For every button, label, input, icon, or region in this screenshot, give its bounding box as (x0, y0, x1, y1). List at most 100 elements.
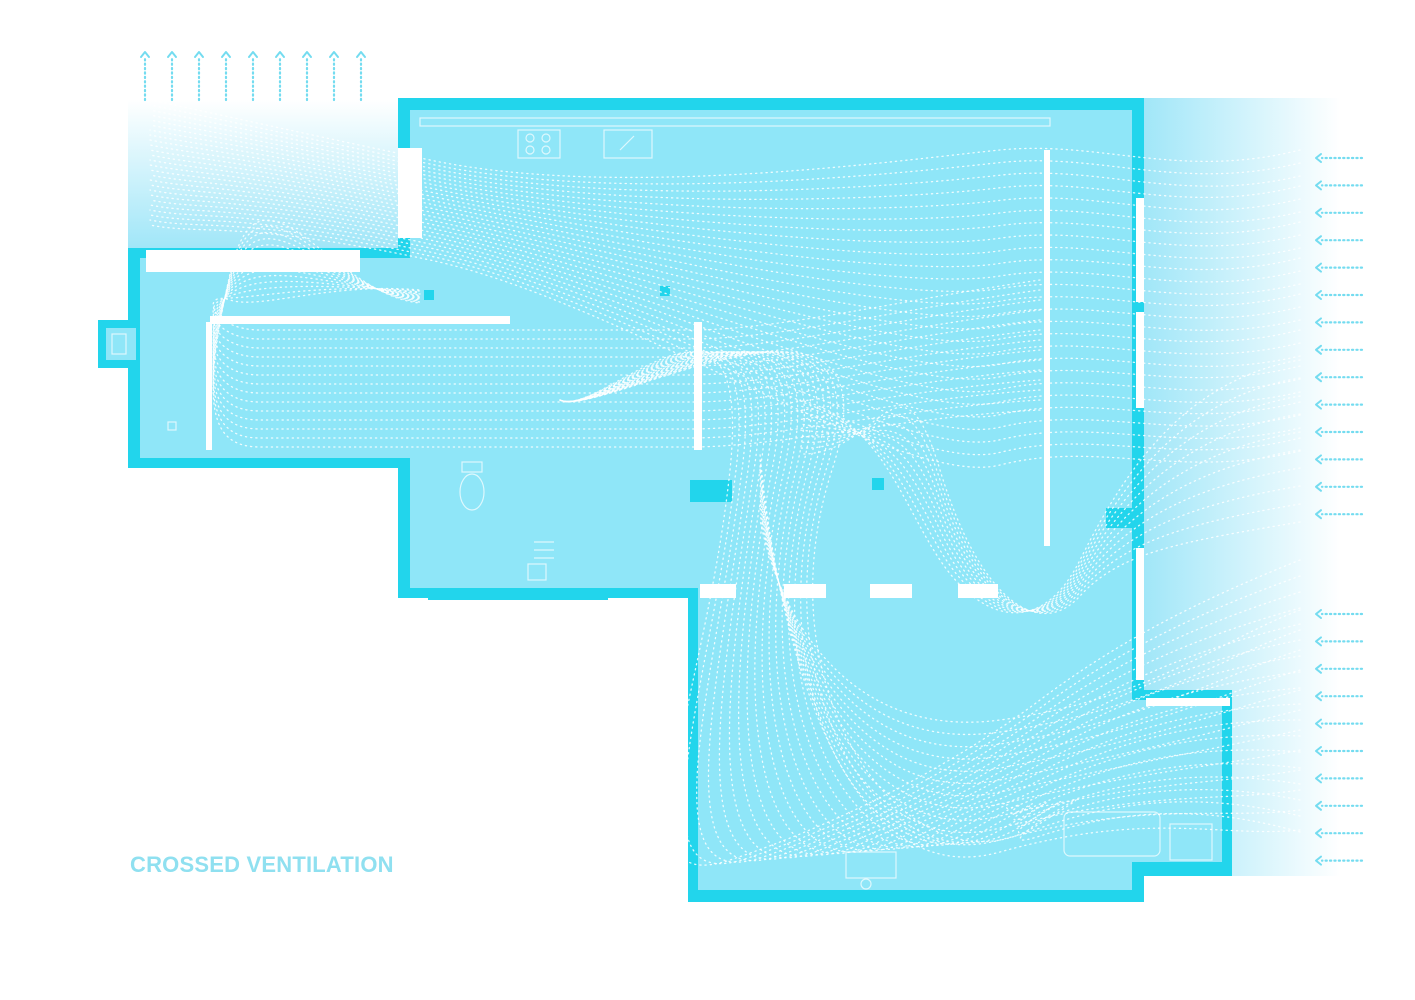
airflow-line-icon (799, 413, 1301, 612)
inlet-arrow-icon (1315, 855, 1364, 866)
inlet-arrow-icon (1315, 691, 1364, 702)
airflow-line-icon (559, 351, 1301, 860)
outlet-arrow-icon (221, 51, 231, 102)
inlet-arrow-icon (1315, 235, 1364, 246)
outlet-arrow-icon (329, 51, 339, 102)
airflow-line-icon (759, 513, 1301, 735)
inlet-arrow-icon (1315, 773, 1364, 784)
airflow-line-icon (149, 189, 1301, 380)
inlet-arrow-icon (1315, 509, 1364, 520)
airflow-line-icon (149, 129, 1301, 235)
inlet-arrow-icon (1315, 317, 1364, 328)
airflow-line-icon (149, 184, 1301, 368)
airflow-line-icon (149, 104, 1301, 185)
airflow-line-icon (149, 124, 1301, 223)
airflow-line-icon (149, 109, 1301, 192)
airflow-line-icon (799, 415, 1301, 614)
inlet-arrow-icon (1315, 718, 1364, 729)
airflow-line-icon (559, 351, 1301, 845)
inlet-arrow-icon (1315, 636, 1364, 647)
stair-icon (534, 541, 554, 559)
airflow-line-icon (212, 256, 1041, 394)
airflow-line-icon (759, 495, 1301, 772)
outlet-arrow-icon (194, 51, 204, 102)
airflow-line-icon (212, 287, 1041, 340)
inlet-arrow-icon (1315, 372, 1364, 383)
inlet-arrow-icon (1315, 262, 1364, 273)
inlet-arrow-icon (1315, 609, 1364, 619)
airflow-line-icon (559, 351, 1301, 856)
airflow-line-icon (559, 351, 1301, 862)
airflow-line-icon (759, 465, 1301, 834)
outlet-arrow-icon (248, 51, 258, 102)
inlet-arrow-icon (1315, 427, 1364, 437)
airflow-line-icon (149, 219, 1301, 456)
airflow-line-icon (212, 244, 1041, 412)
airflow-line-icon (212, 238, 1041, 421)
airflow-line-icon (149, 214, 1301, 443)
inlet-arrow-icon (1315, 344, 1364, 355)
airflow-line-icon (799, 395, 1301, 612)
airflow-line-icon (149, 169, 1301, 331)
airflow-line-icon (559, 351, 1301, 853)
airflow-line-icon (559, 351, 1301, 859)
outlet-arrow-icon (167, 51, 177, 102)
airflow-line-icon (212, 268, 1041, 376)
airflow-lines (149, 99, 1301, 866)
airflow-line-icon (212, 285, 1041, 349)
outlet-arrow-icon (275, 51, 285, 102)
airflow-line-icon (799, 359, 1301, 614)
inlet-arrow-icon (1315, 481, 1364, 492)
inlet-arrow-icon (1315, 180, 1364, 191)
airflow-line-icon (149, 144, 1301, 271)
airflow-line-icon (149, 204, 1301, 418)
inlet-arrow-icon (1315, 399, 1364, 410)
airflow-line-icon (559, 351, 1301, 843)
sink-icon (603, 129, 653, 159)
airflow-line-icon (759, 507, 1301, 748)
airflow-line-icon (759, 489, 1301, 785)
airflow-line-icon (149, 164, 1301, 319)
airflow-line-icon (759, 477, 1301, 809)
inlet-arrows (1315, 153, 1364, 866)
airflow-line-icon (212, 279, 1041, 331)
airflow-line-icon (799, 429, 1301, 612)
inlet-arrow-icon (1315, 746, 1364, 756)
outlet-arrow-icon (302, 51, 312, 102)
airflow-line-icon (149, 114, 1301, 200)
fixtures (111, 117, 1213, 890)
inlet-arrow-icon (1315, 454, 1364, 465)
airflow-line-icon (149, 154, 1301, 295)
inlet-arrow-icon (1315, 290, 1364, 300)
airflow-line-icon (559, 351, 1301, 849)
outlet-arrow-icon (140, 51, 150, 102)
airflow-line-icon (212, 225, 1041, 439)
airflow-line-icon (212, 231, 1041, 430)
inlet-arrow-icon (1315, 663, 1364, 674)
airflow-line-icon (559, 351, 1301, 866)
outlet-arrows (140, 51, 366, 102)
airflow-line-icon (149, 139, 1301, 259)
diagram-title: CROSSED VENTILATION (130, 852, 394, 877)
inlet-arrow-icon (1315, 800, 1364, 811)
airflow-line-icon (149, 224, 1301, 468)
inlet-arrow-icon (1315, 153, 1364, 163)
floor (106, 110, 1222, 890)
airflow-line-icon (759, 453, 1301, 858)
airflow-line-icon (149, 119, 1301, 211)
stove-icon (517, 129, 561, 159)
airflow-line-icon (149, 134, 1301, 247)
airflow-line-icon (559, 351, 1301, 855)
airflow-line-icon (759, 501, 1301, 760)
airflow-line-icon (149, 149, 1301, 283)
airflow-line-icon (799, 423, 1301, 612)
northwest-airflow-zone (128, 100, 398, 250)
airflow-line-icon (799, 406, 1301, 614)
inlet-arrow-icon (1315, 828, 1364, 839)
airflow-line-icon (759, 483, 1301, 797)
airflow-line-icon (149, 99, 1301, 179)
airflow-line-icon (212, 219, 1041, 448)
airflow-line-icon (799, 429, 1301, 612)
outlet-arrow-icon (356, 51, 366, 102)
